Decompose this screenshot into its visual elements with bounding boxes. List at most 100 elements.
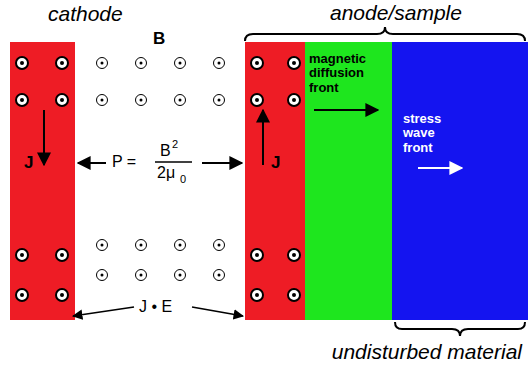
field-circle bbox=[175, 95, 186, 106]
field-circle bbox=[214, 240, 225, 251]
field-dot bbox=[179, 274, 182, 277]
field-circle bbox=[56, 289, 68, 301]
heating-label: J • E bbox=[139, 298, 172, 316]
field-symbol bbox=[97, 58, 108, 69]
field-dot bbox=[101, 244, 104, 247]
brace bbox=[245, 27, 525, 41]
stress-arrow bbox=[418, 167, 462, 169]
field-dot bbox=[292, 293, 296, 297]
brace bbox=[395, 322, 525, 336]
field-dot bbox=[218, 62, 221, 65]
field-circle bbox=[16, 249, 28, 261]
field-dot bbox=[179, 62, 182, 65]
field-circle bbox=[288, 94, 300, 106]
field-circle bbox=[136, 240, 147, 251]
field-symbol bbox=[175, 240, 186, 251]
field-dot bbox=[292, 61, 296, 65]
field-symbol bbox=[251, 94, 263, 106]
field-dot bbox=[255, 61, 259, 65]
field-dot bbox=[101, 99, 104, 102]
diffusion-arrow bbox=[314, 109, 378, 111]
field-symbol bbox=[288, 249, 300, 261]
diffusion-region: magnetic diffusion front bbox=[305, 42, 392, 320]
heating-arrow bbox=[192, 307, 243, 316]
field-dot bbox=[60, 253, 64, 257]
field-dot bbox=[255, 293, 259, 297]
field-symbol bbox=[214, 270, 225, 281]
heating-arrow bbox=[73, 307, 134, 316]
field-circle bbox=[56, 249, 68, 261]
field-circle bbox=[175, 270, 186, 281]
field-circle bbox=[251, 57, 263, 69]
field-dot bbox=[140, 99, 143, 102]
field-dot bbox=[292, 98, 296, 102]
field-dot bbox=[60, 98, 64, 102]
field-circle bbox=[175, 240, 186, 251]
field-circle bbox=[16, 94, 28, 106]
formula-term: 2μ bbox=[157, 164, 175, 182]
formula-subscript: 0 bbox=[180, 173, 186, 185]
region-fill bbox=[10, 42, 75, 320]
field-symbol bbox=[288, 94, 300, 106]
field-circle bbox=[56, 57, 68, 69]
region-name: undisturbed material bbox=[332, 340, 522, 363]
field-circle bbox=[251, 249, 263, 261]
part-name: cathode bbox=[48, 2, 123, 25]
field-dot bbox=[60, 293, 64, 297]
field-symbol bbox=[175, 58, 186, 69]
field-symbol bbox=[214, 58, 225, 69]
cathode-electrode: cathodeJ bbox=[10, 42, 75, 320]
field-circle bbox=[288, 249, 300, 261]
field-dot bbox=[255, 253, 259, 257]
field-dot bbox=[179, 244, 182, 247]
field-symbol bbox=[56, 249, 68, 261]
field-symbol bbox=[175, 95, 186, 106]
field-symbol bbox=[251, 57, 263, 69]
front-label: stress wave front bbox=[403, 112, 451, 155]
field-circle bbox=[56, 94, 68, 106]
front-label: magnetic diffusion front bbox=[309, 52, 389, 95]
field-label: B bbox=[153, 30, 165, 49]
region-fill bbox=[305, 42, 392, 320]
field-symbol bbox=[16, 289, 28, 301]
current-arrow bbox=[43, 110, 45, 165]
part-name: anode/sample bbox=[330, 1, 462, 24]
field-symbol bbox=[97, 240, 108, 251]
field-symbol bbox=[16, 249, 28, 261]
field-dot bbox=[218, 274, 221, 277]
field-symbol bbox=[214, 240, 225, 251]
field-symbol bbox=[136, 95, 147, 106]
field-dot bbox=[101, 274, 104, 277]
field-symbol bbox=[16, 57, 28, 69]
field-symbol bbox=[56, 94, 68, 106]
field-dot bbox=[255, 98, 259, 102]
field-dot bbox=[218, 244, 221, 247]
field-symbol bbox=[251, 289, 263, 301]
field-circle bbox=[136, 58, 147, 69]
field-symbol bbox=[136, 240, 147, 251]
field-circle bbox=[214, 270, 225, 281]
field-dot bbox=[140, 244, 143, 247]
field-dot bbox=[60, 61, 64, 65]
field-circle bbox=[214, 95, 225, 106]
field-symbol bbox=[175, 270, 186, 281]
field-symbol bbox=[16, 94, 28, 106]
field-dot bbox=[101, 62, 104, 65]
field-symbol bbox=[56, 289, 68, 301]
field-symbol bbox=[136, 270, 147, 281]
region-fill bbox=[245, 42, 305, 320]
field-dot bbox=[179, 99, 182, 102]
field-circle bbox=[97, 240, 108, 251]
region-fill bbox=[392, 42, 528, 320]
field-symbol bbox=[97, 95, 108, 106]
pressure-arrow bbox=[78, 162, 106, 164]
stress-region: stress wave front bbox=[392, 42, 528, 320]
fraction-bar bbox=[155, 161, 192, 163]
field-symbol bbox=[288, 289, 300, 301]
field-circle bbox=[97, 58, 108, 69]
field-circle bbox=[136, 270, 147, 281]
field-circle bbox=[288, 289, 300, 301]
formula-exponent: 2 bbox=[172, 138, 178, 150]
current-arrow bbox=[262, 110, 264, 165]
